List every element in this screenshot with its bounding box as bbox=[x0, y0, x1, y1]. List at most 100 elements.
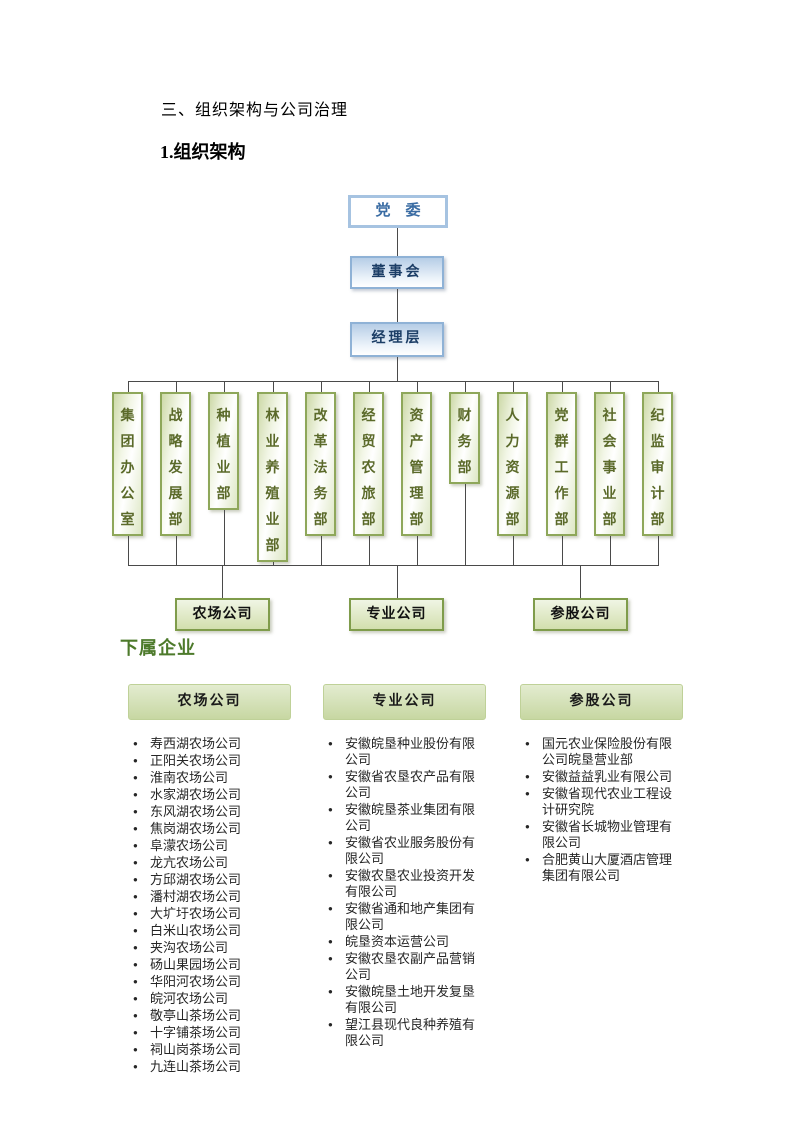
connector-line bbox=[128, 382, 129, 392]
list-item: ● 寿西湖农场公司 bbox=[128, 736, 291, 752]
company-name: 阜濛农场公司 bbox=[150, 838, 229, 853]
bullet-icon: ● bbox=[328, 937, 333, 946]
bullet-icon: ● bbox=[133, 773, 138, 782]
list-item: ● 白米山农场公司 bbox=[128, 923, 291, 939]
dept-box-trade-agritourism: 经贸农旅部 bbox=[353, 392, 384, 536]
list-item: ● 安徽省通和地产集团有限公司 bbox=[323, 901, 486, 933]
bullet-icon: ● bbox=[133, 909, 138, 918]
connector-line bbox=[397, 228, 398, 256]
bullet-icon: ● bbox=[328, 805, 333, 814]
company-name: 皖河农场公司 bbox=[150, 991, 229, 1006]
bullet-icon: ● bbox=[133, 790, 138, 799]
bullet-icon: ● bbox=[133, 807, 138, 816]
list-item: ● 九连山茶场公司 bbox=[128, 1059, 291, 1075]
connector-line bbox=[397, 289, 398, 322]
company-name: 白米山农场公司 bbox=[150, 923, 242, 938]
bullet-icon: ● bbox=[525, 739, 530, 748]
bullet-icon: ● bbox=[328, 1020, 333, 1029]
org-node-farm-companies: 农场公司 bbox=[175, 598, 270, 631]
dept-box-planting: 种植业部 bbox=[208, 392, 239, 510]
connector-line bbox=[417, 536, 418, 565]
company-name: 焦岗湖农场公司 bbox=[150, 821, 242, 836]
bullet-icon: ● bbox=[133, 739, 138, 748]
company-name: 安徽皖垦土地开发复垦有限公司 bbox=[345, 984, 476, 1015]
bullet-icon: ● bbox=[133, 1028, 138, 1037]
connector-line bbox=[224, 382, 225, 392]
list-item: ● 砀山果园场公司 bbox=[128, 957, 291, 973]
company-name: 合肥黄山大厦酒店管理集团有限公司 bbox=[542, 852, 673, 883]
dept-box-social-affairs: 社会事业部 bbox=[594, 392, 625, 536]
list-item: ● 东风湖农场公司 bbox=[128, 804, 291, 820]
company-name: 水家湖农场公司 bbox=[150, 787, 242, 802]
bullet-icon: ● bbox=[133, 756, 138, 765]
list-item: ● 安徽农垦农副产品营销公司 bbox=[323, 951, 486, 983]
list-item: ● 敬亭山茶场公司 bbox=[128, 1008, 291, 1024]
list-item: ● 淮南农场公司 bbox=[128, 770, 291, 786]
list-item: ● 安徽省长城物业管理有限公司 bbox=[520, 819, 683, 851]
bullet-icon: ● bbox=[133, 824, 138, 833]
dept-box-reform-legal: 改革法务部 bbox=[305, 392, 336, 536]
company-name: 东风湖农场公司 bbox=[150, 804, 242, 819]
dept-box-asset-management: 资产管理部 bbox=[401, 392, 432, 536]
connector-line bbox=[128, 536, 129, 565]
dept-box-discipline-audit: 纪监审计部 bbox=[642, 392, 673, 536]
company-name: 敬亭山茶场公司 bbox=[150, 1008, 242, 1023]
bullet-icon: ● bbox=[328, 954, 333, 963]
org-node-party-committee: 党 委 bbox=[348, 195, 448, 228]
connector-line bbox=[273, 562, 274, 565]
bullet-icon: ● bbox=[133, 943, 138, 952]
dept-box-finance: 财务部 bbox=[449, 392, 480, 484]
column-header-special: 专业公司 bbox=[323, 684, 486, 720]
connector-line bbox=[321, 382, 322, 392]
company-name: 九连山茶场公司 bbox=[150, 1059, 242, 1074]
connector-line bbox=[417, 382, 418, 392]
connector-line bbox=[369, 382, 370, 392]
connector-line bbox=[176, 536, 177, 565]
list-item: ● 国元农业保险股份有限公司皖垦营业部 bbox=[520, 736, 683, 768]
connector-line bbox=[580, 566, 581, 598]
bullet-icon: ● bbox=[328, 904, 333, 913]
company-name: 安徽农垦农副产品营销公司 bbox=[345, 951, 476, 982]
list-item: ● 安徽农垦农业投资开发有限公司 bbox=[323, 868, 486, 900]
company-name: 皖垦资本运营公司 bbox=[345, 934, 450, 949]
company-name: 潘村湖农场公司 bbox=[150, 889, 242, 904]
company-name: 龙亢农场公司 bbox=[150, 855, 229, 870]
org-node-special-companies: 专业公司 bbox=[349, 598, 444, 631]
bullet-icon: ● bbox=[525, 789, 530, 798]
org-node-equity-companies: 参股公司 bbox=[533, 598, 628, 631]
connector-rail-bottom bbox=[128, 565, 659, 566]
list-item: ● 皖河农场公司 bbox=[128, 991, 291, 1007]
company-name: 望江县现代良种养殖有限公司 bbox=[345, 1017, 476, 1048]
dept-box-party-mass-work: 党群工作部 bbox=[546, 392, 577, 536]
bullet-icon: ● bbox=[328, 838, 333, 847]
bullet-icon: ● bbox=[328, 871, 333, 880]
list-item: ● 安徽皖垦种业股份有限公司 bbox=[323, 736, 486, 768]
connector-line bbox=[562, 382, 563, 392]
company-name: 方邱湖农场公司 bbox=[150, 872, 242, 887]
connector-line bbox=[224, 510, 225, 565]
farm-company-list: ● 寿西湖农场公司 ● 正阳关农场公司 ● 淮南农场公司 ● 水家湖农场公司 ●… bbox=[128, 736, 291, 1076]
company-name: 大圹圩农场公司 bbox=[150, 906, 242, 921]
list-item: ● 安徽省农业服务股份有限公司 bbox=[323, 835, 486, 867]
dept-box-group-office: 集团办公室 bbox=[112, 392, 143, 536]
list-item: ● 安徽益益乳业有限公司 bbox=[520, 769, 683, 785]
list-item: ● 十字铺茶场公司 bbox=[128, 1025, 291, 1041]
company-name: 夹沟农场公司 bbox=[150, 940, 229, 955]
company-name: 安徽省现代农业工程设计研究院 bbox=[542, 786, 673, 817]
bullet-icon: ● bbox=[525, 822, 530, 831]
list-item: ● 华阳河农场公司 bbox=[128, 974, 291, 990]
company-name: 正阳关农场公司 bbox=[150, 753, 242, 768]
dept-box-forestry-breeding: 林业养殖业部 bbox=[257, 392, 288, 562]
bullet-icon: ● bbox=[133, 841, 138, 850]
list-item: ● 方邱湖农场公司 bbox=[128, 872, 291, 888]
bullet-icon: ● bbox=[133, 1062, 138, 1071]
equity-company-list: ● 国元农业保险股份有限公司皖垦营业部 ● 安徽益益乳业有限公司 ● 安徽省现代… bbox=[520, 736, 683, 885]
bullet-icon: ● bbox=[133, 1011, 138, 1020]
list-item: ● 合肥黄山大厦酒店管理集团有限公司 bbox=[520, 852, 683, 884]
list-item: ● 安徽皖垦茶业集团有限公司 bbox=[323, 802, 486, 834]
list-item: ● 望江县现代良种养殖有限公司 bbox=[323, 1017, 486, 1049]
connector-line bbox=[465, 484, 466, 565]
connector-line bbox=[369, 536, 370, 565]
bullet-icon: ● bbox=[133, 858, 138, 867]
list-item: ● 阜濛农场公司 bbox=[128, 838, 291, 854]
